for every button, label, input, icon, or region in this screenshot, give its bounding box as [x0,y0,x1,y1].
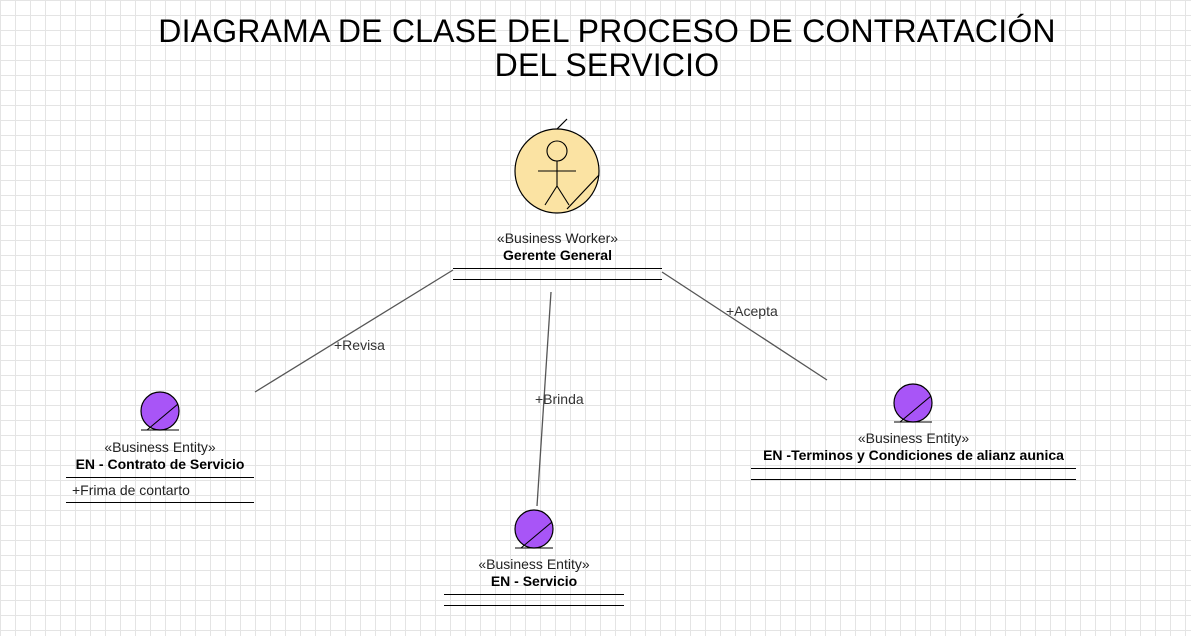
class-divider [751,468,1076,469]
diagram-title-line-2: DEL SERVICIO [494,47,720,83]
business-entity-icon[interactable] [514,509,554,549]
association-line-revisa[interactable] [254,269,454,393]
entity-attribute: +Frima de contarto [72,482,190,498]
worker-stereotype: «Business Worker» [496,230,619,246]
association-role-brinda: +Brinda [535,391,584,407]
entity-name: EN - Servicio [490,573,578,589]
entity-stereotype: «Business Entity» [104,439,216,455]
diagram-title: DIAGRAMA DE CLASE DEL PROCESO DE CONTRAT… [0,14,1191,82]
association-role-acepta: +Acepta [726,303,778,319]
class-divider [444,594,624,595]
entity-stereotype: «Business Entity» [478,556,590,572]
class-divider [453,268,662,269]
association-line-brinda[interactable] [536,291,552,507]
class-divider [751,479,1076,480]
class-divider [444,605,624,606]
business-entity-icon[interactable] [140,391,180,431]
diagram-title-line-1: DIAGRAMA DE CLASE DEL PROCESO DE CONTRAT… [158,13,1056,49]
business-worker-icon[interactable] [514,118,600,214]
class-divider [66,502,254,503]
worker-name: Gerente General [503,247,612,263]
entity-name: EN -Terminos y Condiciones de alianz aun… [763,447,1064,463]
entity-stereotype: «Business Entity» [857,430,970,446]
class-divider [66,477,254,478]
association-role-revisa: +Revisa [334,337,385,353]
class-divider [453,279,662,280]
business-entity-icon[interactable] [893,383,933,423]
association-line-acepta[interactable] [661,271,828,381]
entity-name: EN - Contrato de Servicio [75,456,245,472]
